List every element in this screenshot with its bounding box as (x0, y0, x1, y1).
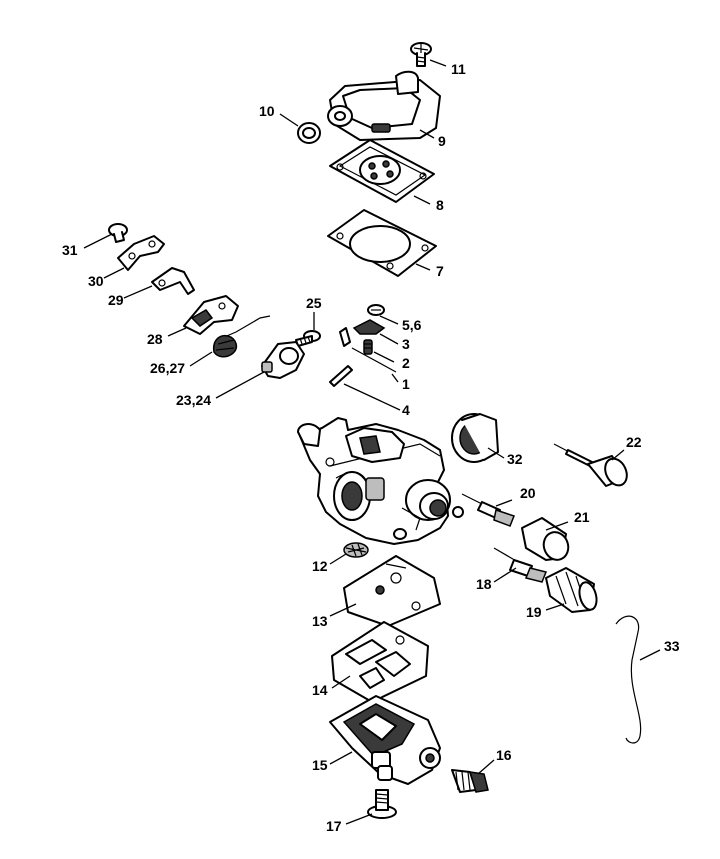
callout-28: 28 (147, 331, 163, 347)
callout-13: 13 (312, 613, 328, 629)
callout-26-27: 26,27 (150, 360, 185, 376)
part-26-27-spring (212, 315, 271, 358)
part-15-cover (329, 695, 441, 785)
part-9-pump-cover (327, 70, 441, 141)
callout-31: 31 (62, 242, 78, 258)
callout-29: 29 (108, 292, 124, 308)
callout-2: 2 (402, 355, 410, 371)
callout-10: 10 (259, 103, 275, 119)
leader-lines (83, 59, 661, 825)
part-2-spring (363, 339, 373, 355)
callout-3: 3 (402, 336, 410, 352)
callout-30: 30 (88, 273, 104, 289)
callout-17: 17 (326, 818, 342, 834)
part-28-lever (183, 295, 239, 335)
callout-23-24: 23,24 (176, 392, 211, 408)
callout-18: 18 (476, 576, 492, 592)
part-11-screw (410, 42, 432, 67)
callout-21: 21 (574, 509, 590, 525)
callout-9: 9 (438, 133, 446, 149)
part-13-diaphragm (343, 555, 441, 627)
callout-25: 25 (306, 295, 322, 311)
part-12-strainer (343, 542, 369, 558)
callout-20: 20 (520, 485, 536, 501)
part-3-lever (339, 319, 386, 347)
part-32-adapter (451, 413, 499, 463)
callout-5-6: 5,6 (402, 317, 422, 333)
part-22-knob (553, 443, 628, 487)
callout-1: 1 (402, 376, 410, 392)
part-29-lever (151, 267, 195, 295)
part-10-o-ring (297, 122, 321, 144)
callout-12: 12 (312, 558, 328, 574)
callout-8: 8 (436, 197, 444, 213)
part-7-gasket (327, 209, 437, 277)
part-14-gasket (331, 621, 429, 703)
callout-16: 16 (496, 747, 512, 763)
part-17-screw (367, 789, 397, 819)
callout-11: 11 (451, 61, 466, 77)
callout-19: 19 (526, 604, 542, 620)
callout-33: 33 (664, 638, 680, 654)
callout-14: 14 (312, 682, 328, 698)
carburetor-body (297, 417, 464, 545)
part-25-screw (295, 330, 321, 347)
part-1-pin (351, 347, 397, 373)
part-31-screw (108, 223, 128, 243)
part-5-6-screw (367, 304, 385, 316)
part-20-screw (461, 493, 515, 527)
callout-7: 7 (436, 263, 444, 279)
part-30-lever (117, 235, 165, 271)
part-21-limiter-cap (521, 517, 570, 561)
part-4-pin (329, 365, 353, 387)
callout-32: 32 (507, 451, 523, 467)
callout-labels: 11 10 9 8 7 31 30 29 28 26,27 23,24 25 5… (62, 61, 680, 834)
callout-15: 15 (312, 757, 328, 773)
part-8-pump-diaphragm (329, 139, 435, 203)
part-16-screw (451, 769, 489, 793)
part-19-limiter-cap (545, 567, 598, 613)
callout-4: 4 (402, 402, 410, 418)
part-33-rod (615, 615, 642, 744)
part-23-24-lever (261, 341, 305, 379)
callout-22: 22 (626, 434, 642, 450)
part-18-screw (493, 547, 548, 583)
